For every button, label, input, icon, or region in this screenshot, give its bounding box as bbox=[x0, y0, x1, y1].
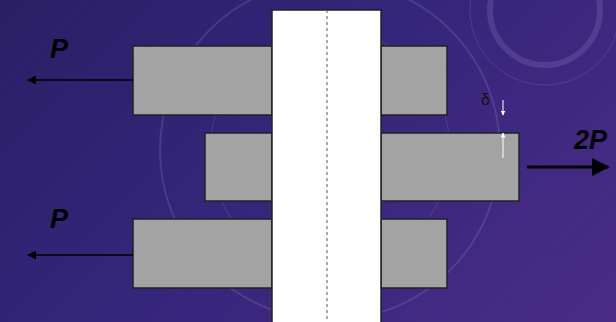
force-label: P bbox=[50, 36, 68, 63]
force-arrow bbox=[527, 166, 608, 169]
force-label: 2P bbox=[574, 127, 607, 154]
bolt bbox=[272, 10, 381, 322]
center-line bbox=[327, 10, 328, 322]
gap-label: δ bbox=[481, 92, 490, 108]
force-arrow bbox=[28, 254, 133, 256]
dimension-arrow bbox=[503, 133, 504, 158]
force-label: P bbox=[50, 206, 68, 233]
force-arrow bbox=[28, 79, 133, 81]
dimension-arrow bbox=[503, 100, 504, 115]
